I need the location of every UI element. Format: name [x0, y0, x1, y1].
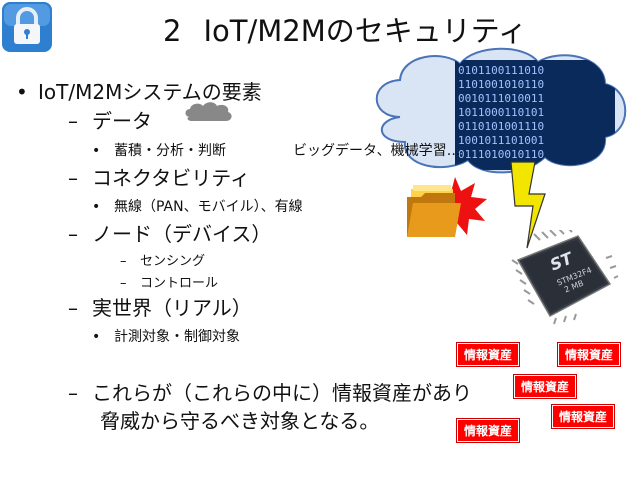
item-data-sub-right: ビッグデータ、機械学習…: [293, 143, 461, 159]
item-node-text: ノード（デバイス）: [92, 222, 272, 246]
bullet-icon: •: [92, 199, 101, 215]
dash-icon: –: [68, 222, 78, 246]
item-node: –ノード（デバイス）: [68, 218, 271, 247]
item-data-text: データ: [92, 109, 152, 133]
item-node-sub2-text: コントロール: [140, 276, 219, 291]
bullet-icon: •: [92, 143, 101, 159]
item-system: • IoT/M2Mシステムの要素: [16, 76, 262, 105]
data-cloud-icon: [182, 100, 234, 124]
item-node-sub1-text: センシング: [140, 254, 206, 269]
info-asset-tag: 情報資産: [457, 419, 520, 442]
item-node-sub2: –コントロール: [120, 272, 218, 291]
item-connectivity-sub-text: 無線（PAN、モバイル）、有線: [114, 199, 303, 215]
item-connectivity-sub: • 無線（PAN、モバイル）、有線: [92, 196, 303, 216]
cloud-icon: 0101100111010 1101001010110 001011101001…: [360, 42, 635, 177]
conclusion-line1-text: これらが（これらの中に）情報資産があり: [92, 381, 472, 405]
item-real: –実世界（リアル）: [68, 292, 252, 321]
item-system-text: IoT/M2Mシステムの要素: [38, 80, 262, 104]
svg-text:0111010010110: 0111010010110: [458, 148, 544, 161]
lightning-icon: [505, 160, 560, 250]
svg-text:1101001010110: 1101001010110: [458, 78, 544, 91]
dash-icon: –: [120, 254, 127, 269]
dash-icon: –: [68, 296, 78, 320]
bullet-icon: •: [92, 329, 101, 345]
item-real-sub: • 計測対象・制御対象: [92, 326, 240, 346]
item-data-sub: • 蓄積・分析・判断: [92, 140, 226, 160]
item-data: –データ: [68, 105, 152, 134]
item-real-sub-text: 計測対象・制御対象: [114, 329, 240, 345]
svg-text:0101100111010: 0101100111010: [458, 64, 544, 77]
slide-title-text: IoT/M2Mのセキュリティ: [203, 14, 527, 48]
dash-icon: –: [68, 381, 78, 405]
info-asset-tag: 情報資産: [514, 375, 577, 398]
info-asset-tag: 情報資産: [457, 343, 520, 366]
svg-text:1001011101001: 1001011101001: [458, 134, 544, 147]
item-connectivity-text: コネクタビリティ: [92, 166, 250, 190]
dash-icon: –: [120, 276, 127, 291]
conclusion-line2: 脅威から守るべき対象となる。: [100, 409, 380, 433]
info-asset-tag: 情報資産: [558, 343, 621, 366]
microcontroller-icon: ST STM32F4 2 MB: [510, 225, 620, 325]
slide-number: 2: [163, 14, 182, 48]
info-asset-tag: 情報資産: [552, 405, 615, 428]
item-data-sub-text: 蓄積・分析・判断: [114, 143, 226, 159]
item-connectivity: –コネクタビリティ: [68, 162, 250, 191]
slide-title: 2 IoT/M2Mのセキュリティ: [163, 8, 527, 50]
conclusion-line1: –これらが（これらの中に）情報資産があり: [68, 377, 472, 406]
svg-text:1011000110101: 1011000110101: [458, 106, 544, 119]
item-node-sub1: –センシング: [120, 250, 205, 269]
svg-text:0110101001110: 0110101001110: [458, 120, 544, 133]
padlock-icon: [0, 0, 54, 54]
dash-icon: –: [68, 166, 78, 190]
bullet-icon: •: [16, 80, 28, 104]
dash-icon: –: [68, 109, 78, 133]
item-real-text: 実世界（リアル）: [92, 296, 252, 320]
folder-icon: [405, 175, 490, 243]
svg-text:0010111010011: 0010111010011: [458, 92, 544, 105]
